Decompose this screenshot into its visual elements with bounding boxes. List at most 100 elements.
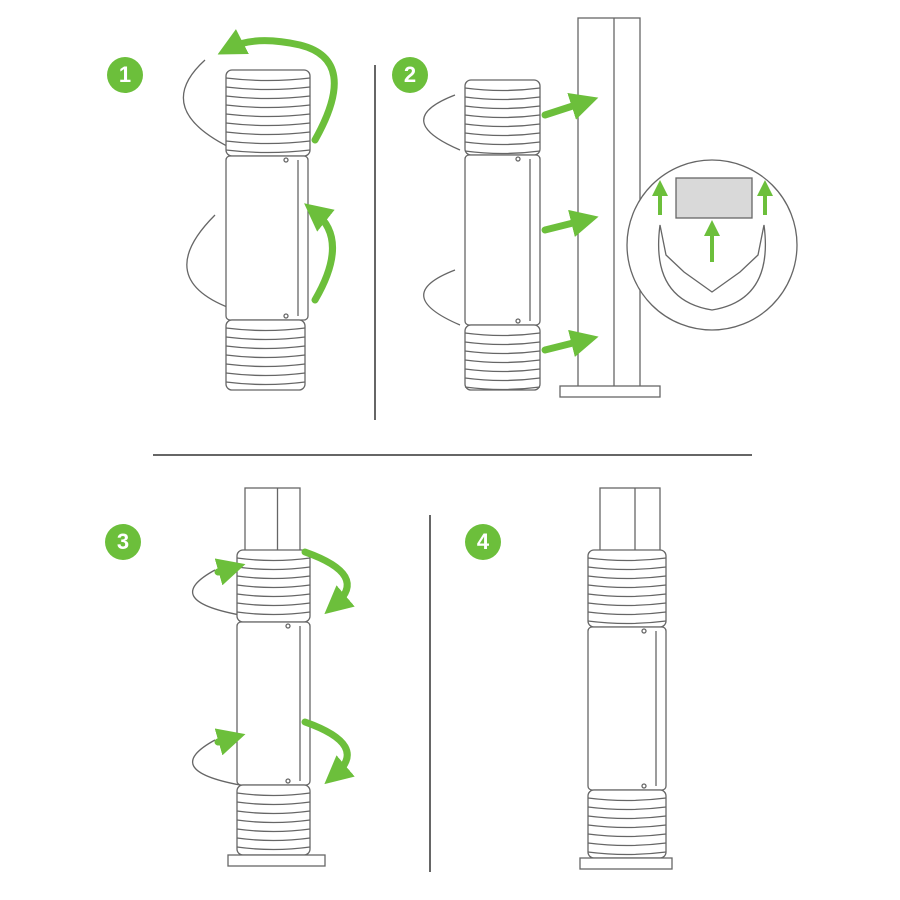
push-arrow-bottom [541,329,599,357]
rib-line [587,575,667,580]
cross-section-inset [626,159,798,331]
step1-bottom-section [225,319,306,391]
screw-icon [283,157,289,163]
rib-line [236,810,311,815]
rib-line [236,792,311,797]
step4-middle-section [587,626,667,791]
rib-line [464,87,541,92]
rib-line [464,386,541,391]
step3-top-section [236,549,311,623]
rib-line [225,149,311,154]
rib-line [225,113,311,118]
step2-middle-section-body [464,154,541,326]
rib-line [464,368,541,373]
rib-line [225,327,306,332]
inset-post-profile [675,177,753,219]
step4-top-section [587,549,667,628]
step4-post-body [599,487,661,561]
rib-line [587,842,667,847]
rib-line [225,140,311,145]
rib-line [587,806,667,811]
wrap-band-bottom [423,269,461,326]
rib-line [464,123,541,128]
step4-top-section-body [587,549,667,628]
step4-post [599,487,661,561]
step4-post-base [579,857,673,870]
step3-post [244,487,301,561]
rib-line [464,332,541,337]
screw-icon [515,318,521,324]
rib-line [587,851,667,856]
inset-protector-profile [658,224,766,311]
rib-line [587,797,667,802]
rib-line [587,620,667,625]
screw-icon [641,783,647,789]
rib-line [587,566,667,571]
wrap-band-bottom [186,214,236,311]
step-3-badge: 3 [105,524,141,560]
rib-line [464,96,541,101]
rib-line [225,336,306,341]
rib-line [225,381,306,386]
rib-line [236,584,311,589]
rib-line [236,828,311,833]
rib-line [225,86,311,91]
band-arrow-bottom [214,728,246,756]
step2-top-section [464,79,541,156]
rib-line [464,377,541,382]
step2-post-body [577,17,641,389]
rib-line [587,815,667,820]
screw-icon [515,156,521,162]
step-4-badge: 4 [465,524,501,560]
step2-post [577,17,641,389]
rib-line [236,801,311,806]
wrap-band-bottom [192,739,241,786]
rib-line [225,77,311,82]
band-arrow-top [214,558,246,586]
screw-icon [285,778,291,784]
step1-middle-section [225,155,309,321]
rib-line [236,837,311,842]
step4-bottom-section [587,789,667,859]
rib-line [587,557,667,562]
screw-icon [283,313,289,319]
step3-post-body [244,487,301,561]
wrap-band-top [182,59,236,151]
rotate-arrow-bottom [301,718,355,785]
rib-line [225,122,311,127]
wrap-band-top [192,569,241,616]
rib-line [464,105,541,110]
step3-middle-section [236,621,311,786]
rib-line [464,141,541,146]
step-2-badge: 2 [392,57,428,93]
rib-line [587,611,667,616]
step4-middle-section-body [587,626,667,791]
rib-line [225,131,311,136]
rib-line [236,819,311,824]
step3-bottom-section [236,784,311,856]
step2-bottom-section [464,324,541,391]
rib-line [587,584,667,589]
rib-line [236,611,311,616]
rib-line [464,341,541,346]
rib-line [587,824,667,829]
rib-line [464,132,541,137]
step1-top-section [225,69,311,157]
rotate-arrow-top [217,29,338,144]
rib-line [225,372,306,377]
rib-line [225,95,311,100]
rib-line [464,350,541,355]
rib-line [225,363,306,368]
step2-middle-section [464,154,541,326]
rib-line [225,104,311,109]
rotate-arrow-top [301,548,355,615]
rib-line [587,602,667,607]
rib-line [236,602,311,607]
push-arrow-middle [541,209,599,237]
push-arrow-top [541,93,599,120]
step1-middle-section-body [225,155,309,321]
rib-line [464,150,541,155]
rib-line [587,593,667,598]
